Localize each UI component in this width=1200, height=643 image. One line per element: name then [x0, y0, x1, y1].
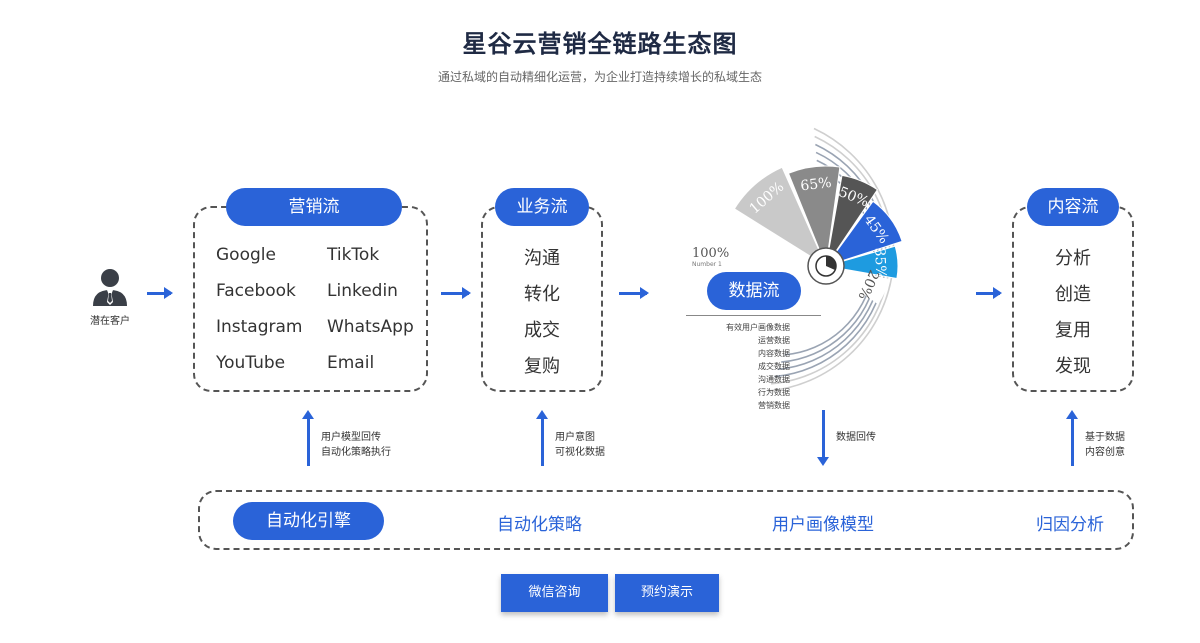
content-flow-pill: 内容流 [1027, 188, 1119, 226]
channel-google: Google [216, 245, 276, 265]
note-marketing: 用户模型回传 自动化策略执行 [321, 430, 391, 460]
arrow-engine-to-marketing [302, 410, 314, 466]
page-title: 星谷云营销全链路生态图 [462, 30, 738, 58]
book-demo-button[interactable]: 预约演示 [615, 574, 719, 612]
business-item-repurchase: 复购 [524, 356, 560, 377]
channel-linkedin: Linkedin [327, 281, 398, 301]
data-legend-rule [686, 315, 821, 316]
legend-user-portrait: 有效用户画像数据 [726, 323, 790, 332]
engine-item-attribution: 归因分析 [1036, 515, 1104, 535]
note-content-line-2: 内容创意 [1085, 447, 1125, 458]
content-item-reuse: 复用 [1055, 320, 1091, 341]
note-content-line-1: 基于数据 [1085, 432, 1125, 443]
legend-communication: 沟通数据 [758, 375, 790, 384]
note-data: 数据回传 [836, 430, 876, 445]
chart-slice-label: 35% [871, 247, 889, 279]
arrow-engine-to-business [536, 410, 548, 466]
pie-icon [815, 255, 837, 277]
user-icon [93, 269, 127, 306]
chart-top-value: 100% [692, 246, 730, 261]
legend-content: 内容数据 [758, 349, 790, 358]
channel-tiktok: TikTok [327, 245, 380, 265]
arrow-data-to-engine [817, 410, 829, 466]
data-flow-chart: 100%65%50%45%35%20% [733, 127, 903, 392]
arrow-marketing-to-business [441, 287, 471, 299]
legend-marketing: 营销数据 [758, 401, 790, 410]
chart-slice [825, 245, 899, 280]
channel-email: Email [327, 353, 375, 373]
note-marketing-line-1: 用户模型回传 [321, 432, 381, 443]
customer-node: 潜在客户 [80, 268, 140, 328]
note-business: 用户意图 可视化数据 [555, 430, 605, 460]
channel-youtube: YouTube [216, 353, 286, 373]
chart-slice [825, 174, 879, 267]
arrow-customer-to-marketing [147, 287, 173, 299]
marketing-flow-pill: 营销流 [226, 188, 402, 226]
wechat-consult-button[interactable]: 微信咨询 [501, 574, 608, 612]
engine-item-portrait-model: 用户画像模型 [772, 515, 874, 535]
data-flow-pill: 数据流 [707, 272, 801, 310]
data-legend: 有效用户画像数据 运营数据 内容数据 成交数据 沟通数据 行为数据 营销数据 [690, 321, 790, 412]
channel-whatsapp: WhatsApp [327, 317, 414, 337]
legend-operation: 运营数据 [758, 336, 790, 345]
chart-slice-label: 65% [800, 175, 833, 195]
legend-behavior: 行为数据 [758, 388, 790, 397]
content-item-create: 创造 [1055, 284, 1091, 305]
business-item-convert: 转化 [524, 284, 560, 305]
content-item-analyze: 分析 [1055, 248, 1091, 269]
business-item-deal: 成交 [524, 320, 560, 341]
note-business-line-2: 可视化数据 [555, 447, 605, 458]
business-flow-pill: 业务流 [495, 188, 589, 226]
arrow-engine-to-content [1066, 410, 1078, 466]
customer-label: 潜在客户 [90, 316, 130, 327]
arrow-business-to-data [619, 287, 649, 299]
chart-slices [733, 165, 903, 305]
engine-primary-pill: 自动化引擎 [233, 502, 384, 540]
content-item-discover: 发现 [1055, 356, 1091, 377]
note-content: 基于数据 内容创意 [1085, 430, 1125, 460]
chart-slice [824, 200, 903, 267]
chart-top-sub: Number 1 [692, 261, 722, 268]
channel-facebook: Facebook [216, 281, 296, 301]
legend-deal: 成交数据 [758, 362, 790, 371]
chart-slice [733, 166, 828, 268]
engine-bar [198, 490, 1134, 550]
arrow-data-to-content [976, 287, 1002, 299]
note-marketing-line-2: 自动化策略执行 [321, 447, 391, 458]
note-business-line-1: 用户意图 [555, 432, 595, 443]
note-data-line-1: 数据回传 [836, 432, 876, 443]
business-item-communicate: 沟通 [524, 248, 560, 269]
engine-item-strategy: 自动化策略 [497, 515, 582, 535]
page-subtitle: 通过私域的自动精细化运营，为企业打造持续增长的私域生态 [437, 70, 762, 84]
chart-slice [787, 165, 841, 268]
channel-instagram: Instagram [216, 317, 303, 337]
